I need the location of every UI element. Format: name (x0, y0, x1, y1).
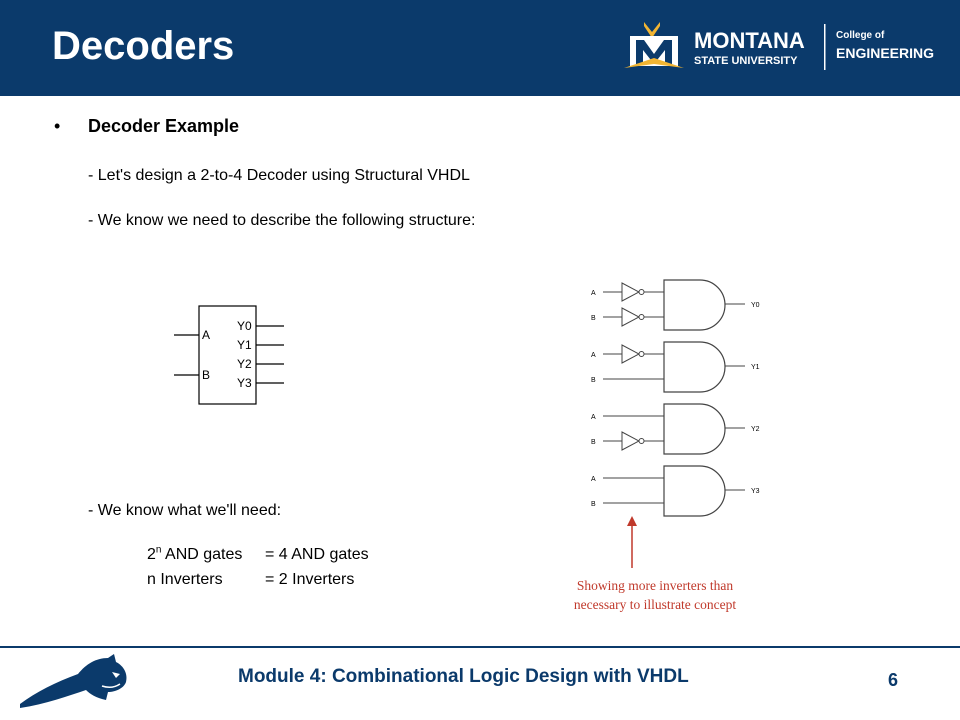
bobcat-logo-icon (20, 654, 127, 708)
need-inverters-value: = 2 Inverters (265, 571, 355, 588)
gate-y1-input-b-label: B (591, 377, 596, 384)
need-and-sup: n (155, 544, 162, 556)
text-line-2: - We know we need to describe the follow… (88, 212, 476, 229)
gate-y0-input-b-label: B (591, 315, 596, 322)
gate-y0-and-gate (663, 279, 726, 331)
gate-y1-and-gate (663, 341, 726, 393)
slide-title: Decoders (52, 24, 235, 68)
logo-divider (824, 24, 826, 70)
gate-y0-output-label: Y0 (751, 302, 760, 309)
output-y0-label: Y0 (237, 319, 252, 333)
footer-divider (0, 646, 960, 648)
decoder-block (198, 305, 257, 405)
gate-y2-input-b-label: B (591, 439, 596, 446)
gate-y3-and-gate (663, 465, 726, 517)
gate-y1-input-a-label: A (591, 352, 596, 359)
msu-m-icon (624, 22, 684, 68)
gate-y1-output-label: Y1 (751, 364, 760, 371)
gate-y3-input-b-label: B (591, 501, 596, 508)
output-y3-label: Y3 (237, 376, 252, 390)
gate-y0-input-a-inverter-bubble (638, 289, 645, 295)
gate-y1-input-a-inverter-bubble (638, 351, 645, 357)
decoder-block-diagram: A B Y0 Y1 Y2 Y3 (174, 305, 284, 405)
gate-y2-output-label: Y2 (751, 426, 760, 433)
gate-y3-input-a-label: A (591, 476, 596, 483)
gate-y0-input-b-inverter (621, 307, 641, 327)
annotation-arrow-icon (627, 516, 637, 568)
annotation-note: Showing more inverters than necessary to… (573, 578, 737, 612)
need-and-rest: AND gates (161, 546, 243, 563)
need-inverters-label: n Inverters (147, 571, 223, 588)
header-bar: Decoders MONTANA STATE UNIVERSITY Colleg… (0, 0, 960, 96)
need-and-gates-label: 2n AND gates (147, 544, 243, 564)
gate-y2-input-b-inverter (621, 431, 641, 451)
gate-y1-input-a-inverter (621, 344, 641, 364)
gate-y3-output-label: Y3 (751, 488, 760, 495)
text-line-1: - Let's design a 2-to-4 Decoder using St… (88, 167, 470, 184)
footer-module-title: Module 4: Combinational Logic Design wit… (238, 666, 689, 687)
logo-university-line1: MONTANA (694, 28, 805, 53)
logo-college-line2: ENGINEERING (836, 45, 934, 61)
need-and-gates-value: = 4 AND gates (265, 546, 369, 563)
need-and-base: 2 (147, 546, 156, 563)
output-y1-label: Y1 (237, 338, 252, 352)
msu-logo: MONTANA STATE UNIVERSITY College of ENGI… (624, 22, 934, 70)
gate-y2-input-a-label: A (591, 414, 596, 421)
page-number: 6 (888, 670, 899, 690)
output-y2-label: Y2 (237, 357, 252, 371)
bullet-marker: • (54, 116, 61, 136)
gate-y2-and-gate (663, 403, 726, 455)
gate-y0-input-a-inverter (621, 282, 641, 302)
gate-y2-input-b-inverter-bubble (638, 438, 645, 444)
gate-y0-input-b-inverter-bubble (638, 314, 645, 320)
gate-y0-input-a-label: A (591, 290, 596, 297)
input-a-label: A (202, 328, 210, 342)
input-b-label: B (202, 368, 210, 382)
logo-college-line1: College of (836, 30, 885, 41)
bullet-title: Decoder Example (88, 116, 240, 136)
logo-university-line2: STATE UNIVERSITY (694, 55, 798, 67)
text-line-3: - We know what we'll need: (88, 502, 282, 519)
